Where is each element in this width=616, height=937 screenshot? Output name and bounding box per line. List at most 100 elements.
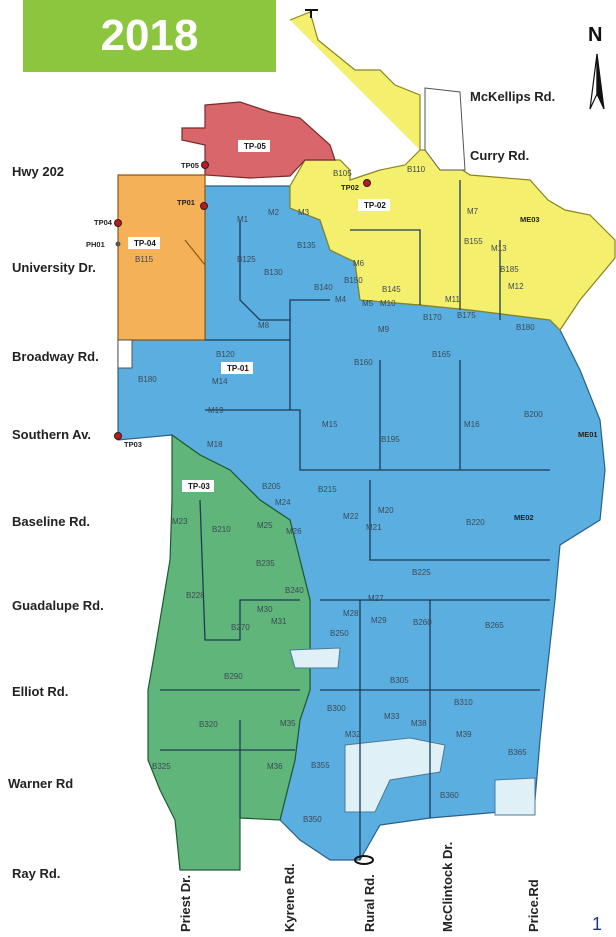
label-ph01: PH01	[86, 240, 105, 249]
basin-b350: B350	[303, 815, 322, 824]
basin-b150: B150	[344, 276, 363, 285]
zone-label-tp02: TP-02	[364, 201, 386, 210]
zone-label-tp03: TP-03	[188, 482, 210, 491]
point-tp02[interactable]	[363, 179, 371, 187]
road-hwy202: Hwy 202	[12, 164, 65, 179]
point-ph01[interactable]	[115, 241, 121, 247]
manhole-m15: M15	[322, 420, 338, 429]
basin-b135: B135	[297, 241, 316, 250]
page-marker: 1	[592, 914, 603, 934]
zone-tp02[interactable]	[289, 11, 616, 331]
manhole-m11: M11	[445, 295, 461, 304]
sample-points: TP05 TP02 TP01 TP04 PH01 TP03 ME01 ME02 …	[86, 161, 598, 522]
basin-b180: B180	[138, 375, 157, 384]
point-tp04[interactable]	[114, 219, 122, 227]
basin-b325: B325	[152, 762, 171, 771]
zone-label-tp05: TP-05	[244, 142, 266, 151]
manhole-m33: M33	[384, 712, 400, 721]
label-tp03: TP03	[124, 440, 142, 449]
basin-boundaries	[160, 180, 550, 860]
manhole-m8: M8	[258, 321, 270, 330]
manhole-m16: M16	[464, 420, 480, 429]
road-elliot: Elliot Rd.	[12, 684, 69, 699]
point-tp05[interactable]	[201, 161, 209, 169]
exclusion-area-d	[117, 339, 133, 369]
manhole-m22: M22	[343, 512, 359, 521]
basin-b365: B365	[508, 748, 527, 757]
manhole-m27: M27	[368, 594, 384, 603]
manhole-m36: M36	[267, 762, 283, 771]
exclusion-area-b	[344, 737, 446, 813]
manhole-m19: M19	[208, 406, 224, 415]
basin-b140: B140	[314, 283, 333, 292]
manhole-m28: M28	[343, 609, 359, 618]
basin-labels: B105 B110 B115 B120 B125 B130 B135 B140 …	[135, 165, 543, 824]
label-me01: ME01	[578, 430, 598, 439]
road-guadalupe: Guadalupe Rd.	[12, 598, 104, 613]
basin-b160: B160	[354, 358, 373, 367]
manhole-m23: M23	[172, 517, 188, 526]
manhole-m12: M12	[508, 282, 524, 291]
basin-b340: B360	[440, 791, 459, 800]
outfall-marker	[354, 855, 374, 865]
basin-b170: B170	[423, 313, 442, 322]
label-me02: ME02	[514, 513, 534, 522]
top-marker	[305, 9, 318, 18]
road-mckellips: McKellips Rd.	[470, 89, 556, 104]
basin-b235: B235	[256, 559, 275, 568]
north-letter: N	[588, 24, 603, 46]
road-priest: Priest Dr.	[178, 874, 193, 932]
road-university: University Dr.	[12, 260, 96, 275]
manhole-m31: M31	[271, 617, 287, 626]
basin-b260: B260	[413, 618, 432, 627]
basin-b265: B265	[485, 621, 504, 630]
road-kyrene: Kyrene Rd.	[282, 863, 297, 932]
manhole-m10: M10	[380, 299, 396, 308]
basin-b175: B175	[457, 311, 476, 320]
basin-b210: B210	[212, 525, 231, 534]
exclusion-area-a	[289, 647, 341, 669]
year-badge: 2018	[23, 0, 276, 72]
basin-b190: B180	[516, 323, 535, 332]
manhole-m18: M18	[207, 440, 223, 449]
basin-b220: B220	[466, 518, 485, 527]
basin-b145: B145	[382, 285, 401, 294]
basin-b120: B120	[216, 350, 235, 359]
basin-b225: B225	[412, 568, 431, 577]
manhole-m30: M30	[257, 605, 273, 614]
basin-b185: B185	[500, 265, 519, 274]
manhole-m9: M9	[378, 325, 390, 334]
zone-label-tp01: TP-01	[227, 364, 249, 373]
exclusion-area-c	[494, 777, 536, 816]
point-tp01[interactable]	[200, 202, 208, 210]
label-tp01: TP01	[177, 198, 195, 207]
manhole-m39: M39	[456, 730, 472, 739]
manhole-m26: M26	[286, 527, 302, 536]
basin-b195: B195	[381, 435, 400, 444]
manhole-m5: M5	[362, 299, 374, 308]
point-tp03[interactable]	[114, 432, 122, 440]
label-tp04: TP04	[94, 218, 113, 227]
manhole-m29: M29	[371, 616, 387, 625]
basin-b290: B290	[224, 672, 243, 681]
basin-b110: B110	[407, 165, 426, 174]
manhole-m25: M25	[257, 521, 273, 530]
basin-b130: B130	[264, 268, 283, 277]
manhole-m24: M24	[275, 498, 291, 507]
basin-b105: B105	[333, 169, 352, 178]
basin-b355: B355	[311, 761, 330, 770]
manhole-m7: M7	[467, 207, 479, 216]
manhole-m1: M1	[237, 215, 249, 224]
zone-labels: TP-05 TP-02 TP-04 TP-01 TP-03	[128, 140, 390, 492]
basin-b240: B240	[285, 586, 304, 595]
basin-b205: B205	[262, 482, 281, 491]
manhole-m13: M13	[491, 244, 507, 253]
road-southern: Southern Av.	[12, 427, 91, 442]
zone-label-tp04: TP-04	[134, 239, 156, 248]
basin-b228: B228	[186, 591, 205, 600]
road-warner: Warner Rd	[8, 776, 74, 791]
basin-b155: B155	[464, 237, 483, 246]
basin-b200: B200	[524, 410, 543, 419]
manhole-labels: M1 M2 M3 M4 M5 M6 M7 M8 M9 M10 M11 M12 M…	[172, 207, 524, 771]
